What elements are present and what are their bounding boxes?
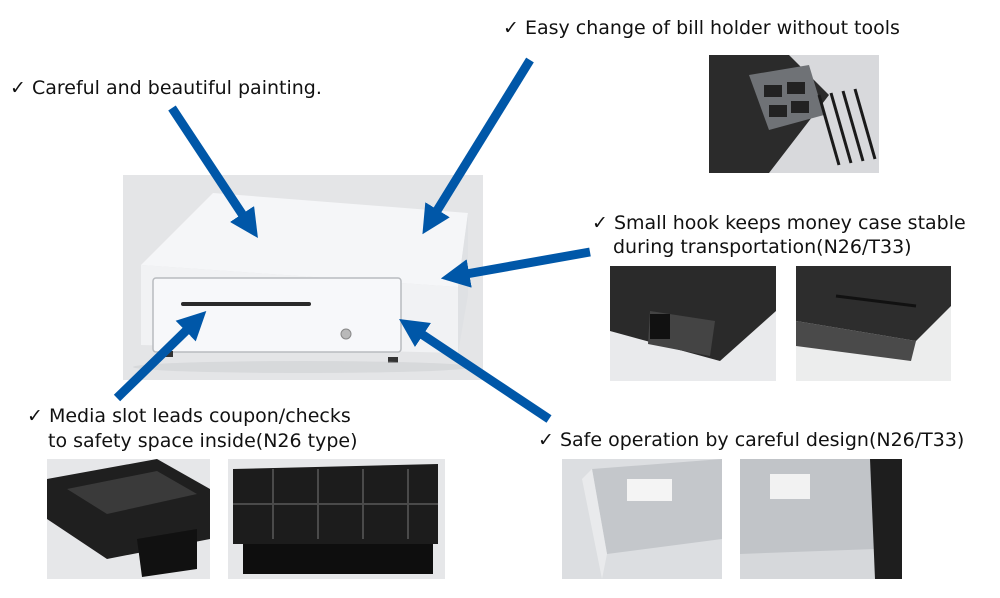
arrow-to-media-slot: [113, 310, 207, 402]
hook-photo-right: [796, 266, 951, 381]
media-slot-photo-right: [228, 459, 445, 579]
arrow-to-side-hook: [440, 247, 591, 288]
caption-media-line2: to safety space inside(N26 type): [48, 430, 358, 452]
caption-painting: ✓ Careful and beautiful painting.: [10, 77, 322, 99]
arrow-to-top-right: [422, 57, 534, 235]
hook-photo-left: [610, 266, 776, 381]
caption-media-line1: ✓ Media slot leads coupon/checks: [27, 405, 351, 427]
media-slot-photo-left: [47, 459, 210, 579]
caption-bill-holder: ✓ Easy change of bill holder without too…: [503, 17, 900, 39]
arrow-to-key-lock: [399, 319, 552, 423]
caption-safe: ✓ Safe operation by careful design(N26/T…: [538, 429, 965, 451]
caption-hook-line2: during transportation(N26/T33): [613, 236, 912, 258]
caption-hook-line1: ✓ Small hook keeps money case stable: [592, 212, 966, 234]
bill-holder-photo: [709, 55, 879, 173]
safe-operation-photo-left: [562, 459, 722, 579]
safe-operation-photo-right: [740, 459, 902, 579]
arrow-to-top-surface: [168, 105, 258, 239]
